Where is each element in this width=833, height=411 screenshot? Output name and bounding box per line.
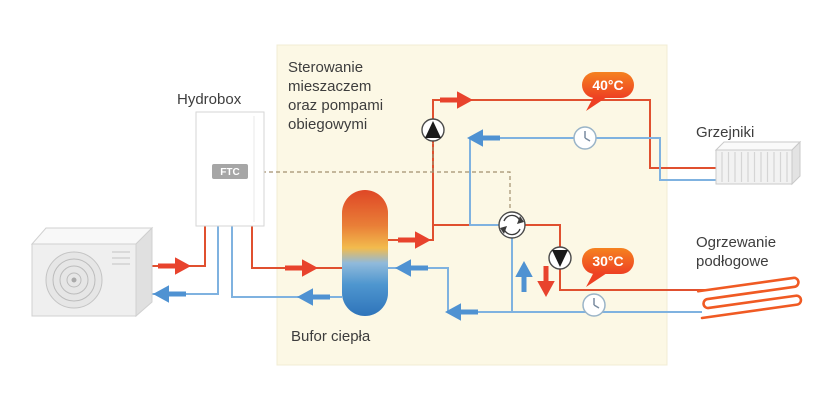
timer-radiators-icon [573,126,597,150]
control-panel-title-line3: oraz pompami [288,97,383,114]
pipe-hot-heatpump-to-hydrobox [145,226,206,267]
ftc-label: FTC [220,167,239,178]
buffer-tank-body [342,190,388,316]
mixing-valve-arrowhead-top [517,216,524,224]
floor-heating-coil-icon [696,276,803,320]
hydrobox-unit: Hydrobox FTC [177,91,265,227]
temp-badge-floor: 30°C [582,248,634,287]
hydrobox-label: Hydrobox [177,91,242,108]
temp-badge-radiators-bubble [582,72,634,98]
heat-pump-vents [112,251,130,265]
pipe-cold-radiators-return [469,137,716,226]
pump-up-rotor [425,121,441,138]
radiator-side-face [791,140,801,186]
radiators-label: Grzejniki [696,124,754,141]
timer1-hands [584,131,591,142]
floor-heating-label-line1: Ogrzewanie [696,234,776,251]
mixing-valve-arrowhead-bottom [500,226,507,234]
buffer-tank: Bufor ciepła [291,190,388,345]
temp-badge-floor-value: 30°C [592,253,623,269]
floor-heating: Ogrzewanie podłogowe [696,234,803,320]
pump-down-rotor [552,250,568,267]
timer2-hands [593,298,600,309]
control-panel-title-line1: Sterowanie [288,59,363,76]
mixing-valve-icon [498,211,526,239]
temp-badge-floor-bubble [582,248,634,274]
fan-ring-2 [59,265,89,295]
fan-ring-3 [66,272,82,288]
circulation-pump-up-icon [421,118,445,142]
control-panel-title-line2: mieszaczem [288,78,371,95]
ftc-controller-badge [212,164,248,179]
heat-pump-top-face [30,227,154,245]
floor-heating-label-line2: podłogowe [696,253,769,270]
heat-pump-outdoor-unit-icon [30,226,154,318]
flow-arrows [153,91,555,321]
radiators: Grzejniki [696,124,802,186]
temp-badge-floor-tail [586,272,607,287]
timer-floor-icon [582,293,606,317]
temp-badge-radiators: 40°C [582,72,634,111]
fan-hub [71,277,77,283]
radiator-fins [721,152,788,182]
temp-badge-radiators-value: 40°C [592,77,623,93]
fan-ring-1 [52,258,96,302]
heat-pump-side-face [135,226,153,318]
radiator-top-face [714,141,802,151]
circulation-pump-down-icon [548,246,572,270]
pipe-cold-hydrobox-to-heatpump [145,226,219,295]
control-line-ftc-to-valve [248,171,511,211]
buffer-tank-label: Bufor ciepła [291,328,371,345]
temp-badge-radiators-tail [586,96,607,111]
control-panel-title-line4: obiegowymi [288,116,367,133]
control-panel-title: Sterowanie mieszaczem oraz pompami obieg… [288,59,383,133]
